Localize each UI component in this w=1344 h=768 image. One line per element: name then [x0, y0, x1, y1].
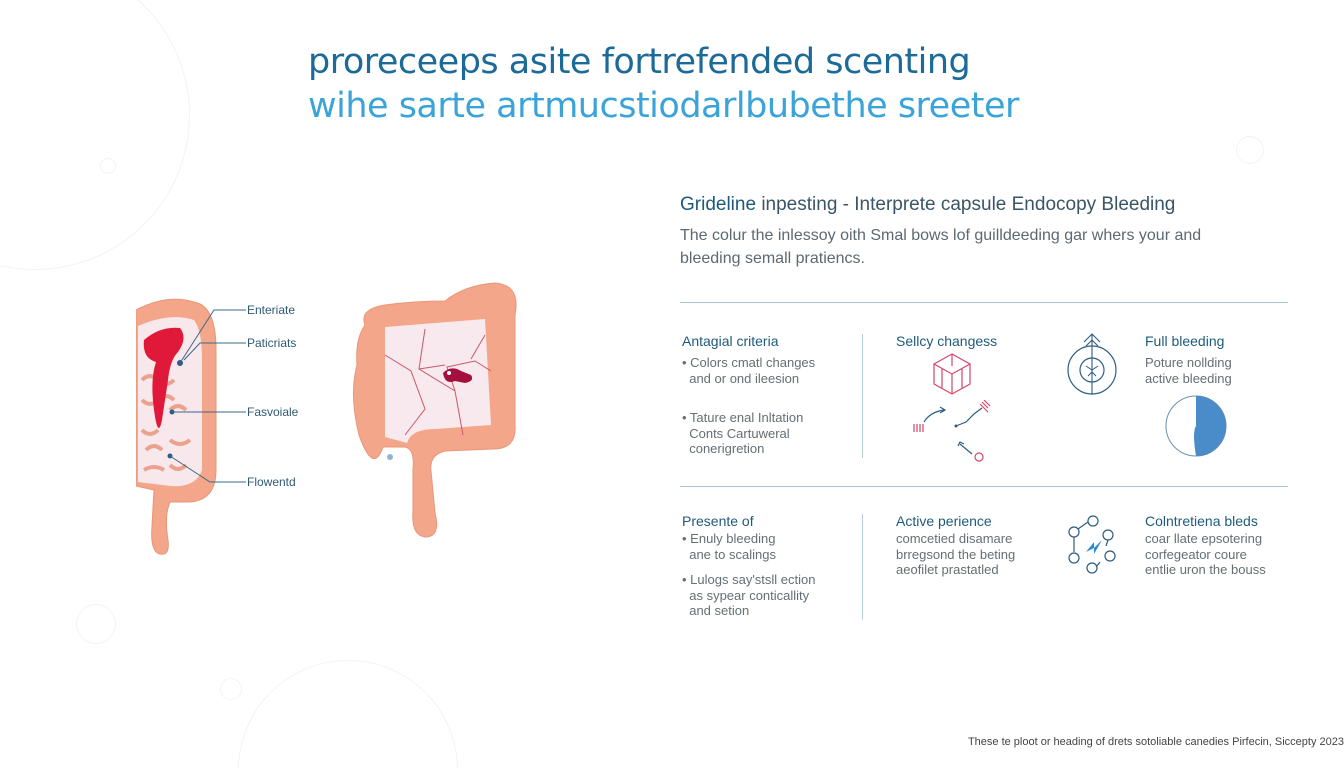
footer-citation: These te ploot or heading of drets sotol…	[967, 736, 1344, 748]
divider-vertical-row1	[862, 334, 863, 458]
vessels	[384, 328, 492, 436]
divider-vertical-row2	[862, 514, 863, 620]
changes-title: Sellcy changess	[896, 333, 998, 349]
headline-line-1: proreceeps asite fortrefended scenting	[308, 42, 971, 82]
circular-arrow-icon	[1067, 333, 1117, 395]
bleeding-pie-chart	[1165, 395, 1227, 457]
background-circle	[100, 158, 116, 174]
arrows-icon	[913, 400, 991, 462]
background-circle	[0, 0, 190, 270]
colntretiena-title: Colntretiena bleds	[1145, 513, 1258, 529]
cube-icon	[933, 353, 971, 395]
headline: proreceeps asite fortrefended scenting w…	[308, 40, 1019, 128]
guideline-title-bold: Grideline	[680, 194, 757, 215]
full-bleeding-text: Poture nollding active bleeding	[1145, 355, 1232, 386]
pie-slice-filled	[1194, 396, 1226, 456]
full-bleeding-title: Full bleeding	[1145, 333, 1225, 349]
headline-line-2: wihe sarte artmucstiodarlbubethe sreeter	[308, 86, 1019, 126]
guideline-title: Grideline inpesting - Interprete capsule…	[680, 194, 1290, 216]
divider-top	[680, 302, 1288, 303]
label-fasvoiale: Fasvoiale	[247, 405, 299, 419]
background-circle	[220, 678, 242, 700]
presence-bullet-1: • Enuly bleeding ane to scalings	[682, 531, 776, 562]
criteria-title: Antagial criteria	[682, 333, 779, 349]
label-paticriats: Paticriats	[247, 336, 297, 350]
guideline-description: The colur the inlessoy oith Smal bows lo…	[680, 227, 1202, 267]
background-circle	[238, 660, 458, 768]
intestine-cross-section-illustration	[136, 298, 217, 555]
presence-title: Presente of	[682, 513, 754, 529]
label-flowentd: Flowentd	[247, 475, 296, 489]
active-perience-text: comcetied disamare brregsond the beting …	[896, 531, 1016, 577]
presence-bullet-2: • Lulogs say'stsll ection as sypear cont…	[682, 572, 816, 618]
guideline-section: Grideline inpesting - Interprete capsule…	[680, 194, 1290, 270]
colntretiena-text: coar llate epsotering corfegeator coure …	[1145, 531, 1266, 577]
criteria-bullet-2: • Tature enal Inltation Conts Cartuweral…	[682, 410, 804, 456]
bleeding-area-icon	[143, 327, 184, 428]
divider-middle	[680, 486, 1288, 487]
background-circle	[76, 604, 116, 644]
criteria-bullet-1: • Colors cmatl changes and or ond ileesi…	[682, 355, 816, 386]
guideline-title-rest: inpesting - Interprete capsule Endocopy …	[756, 194, 1176, 215]
colon-illustration	[352, 282, 517, 538]
network-lightning-icon	[1068, 515, 1116, 574]
background-circle	[1236, 136, 1264, 164]
lightning-icon	[1086, 540, 1102, 554]
label-leader-lines	[169, 309, 246, 483]
label-enteriate: Enteriate	[247, 303, 296, 317]
active-perience-title: Active perience	[896, 513, 992, 529]
